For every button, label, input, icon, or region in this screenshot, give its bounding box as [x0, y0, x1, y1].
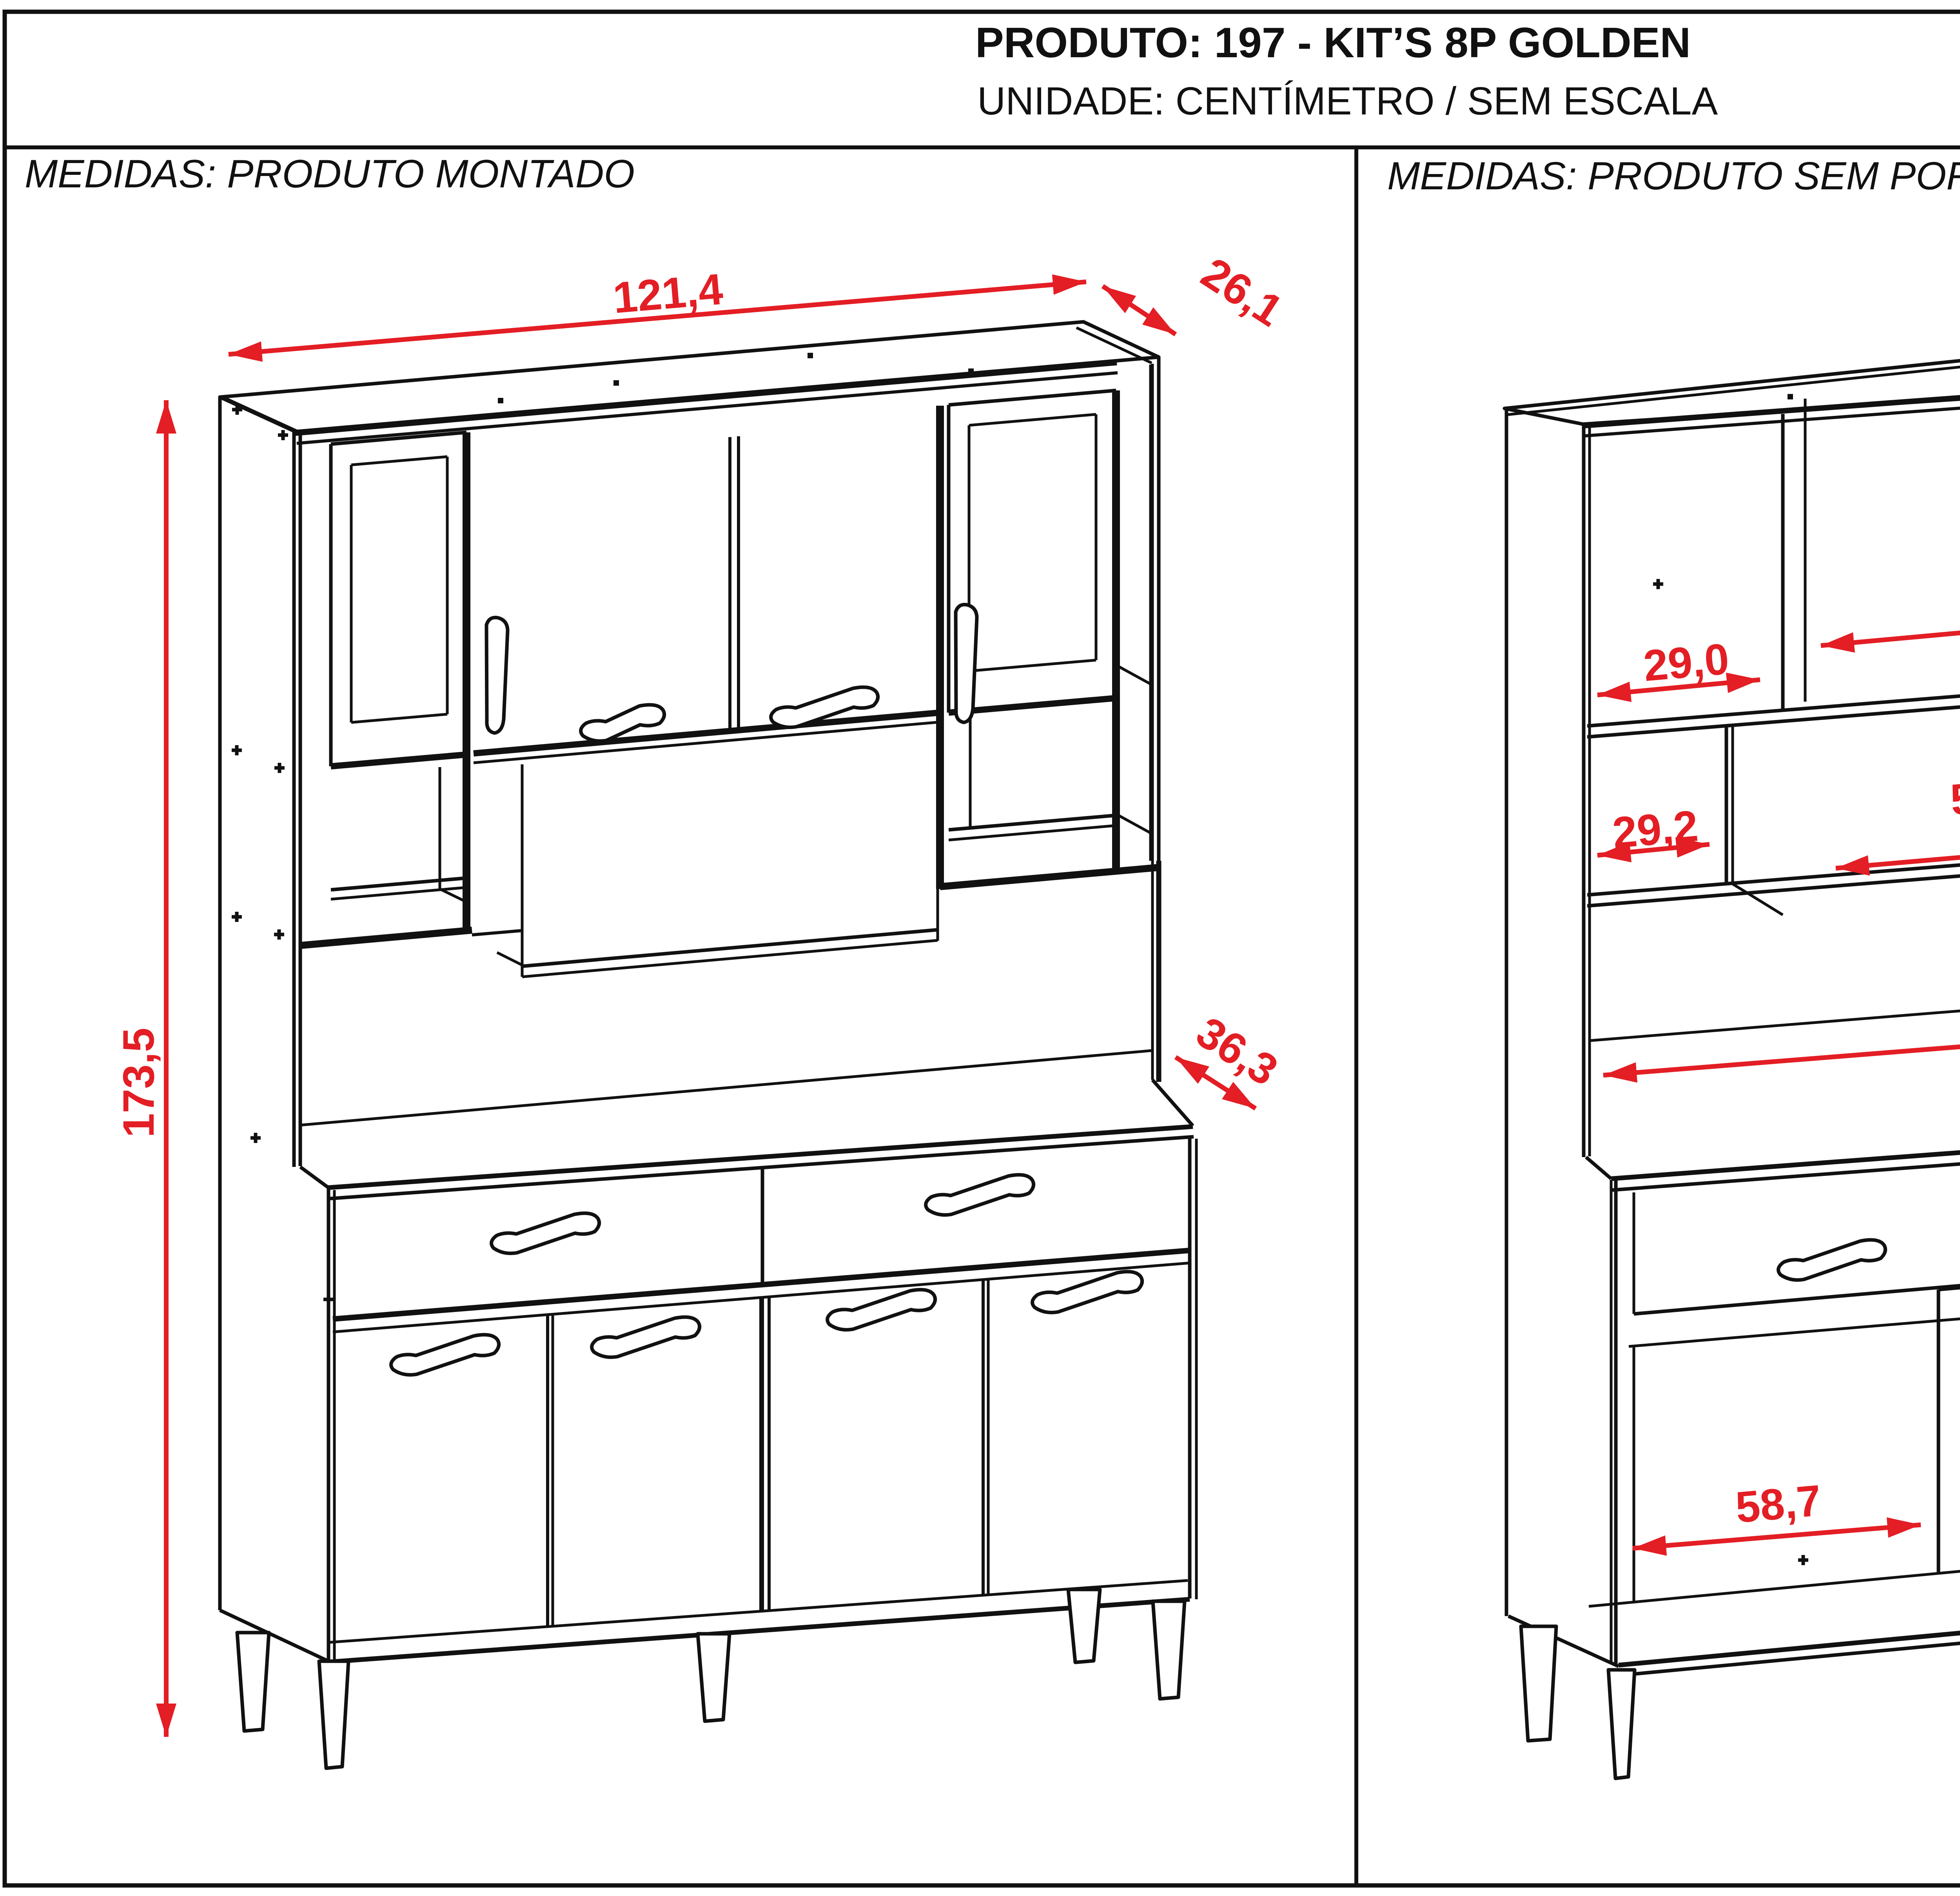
svg-text:173,5: 173,5: [114, 1028, 163, 1138]
svg-text:MEDIDAS: PRODUTO MONTADO: MEDIDAS: PRODUTO MONTADO: [25, 152, 635, 196]
svg-text:121,4: 121,4: [611, 265, 725, 323]
svg-text:29,0: 29,0: [1642, 634, 1731, 691]
svg-text:58,7: 58,7: [1734, 1476, 1823, 1532]
svg-text:PRODUTO: 197 - KIT’S 8P GOLDEN: PRODUTO: 197 - KIT’S 8P GOLDEN: [975, 19, 1691, 67]
svg-text:MEDIDAS: PRODUTO SEM PORTAS: MEDIDAS: PRODUTO SEM PORTAS: [1387, 154, 1960, 198]
svg-text:29,2: 29,2: [1611, 801, 1700, 858]
svg-text:UNIDADE: CENTÍMETRO / SEM ESCA: UNIDADE: CENTÍMETRO / SEM ESCALA: [977, 79, 1718, 123]
